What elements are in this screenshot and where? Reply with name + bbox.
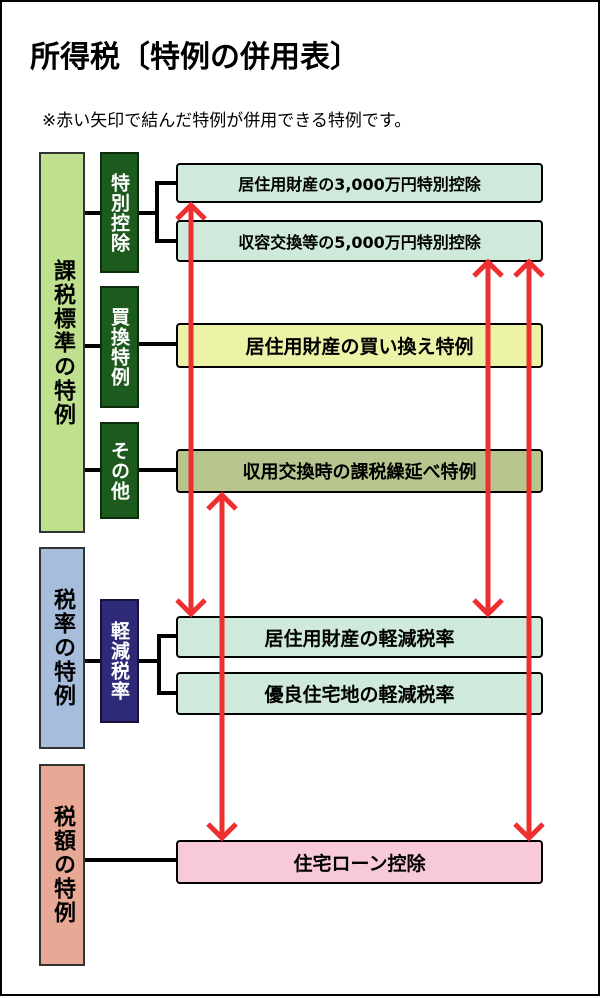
connector-tokubetsu-branch [155,181,176,243]
subcategory-keigen-zeiritsu: 軽減税率 [100,599,139,723]
item-kyoju-3000-koujo-label: 居住用財産の3,000万円特別控除 [238,175,481,194]
item-loan-koujo-label: 住宅ローン控除 [293,852,426,875]
arrow-shuyo5000-loan [513,258,545,842]
subcategory-tokubetsu-koujo-label: 特別控除 [108,172,130,253]
legend-note: ※赤い矢印で結んだ特例が併用できる特例です。 [42,111,412,131]
page-title: 所得税〔特例の併用表〕 [30,40,360,75]
subcategory-sonota: その他 [100,422,139,519]
arrow-shuyokuriage-loan [206,491,238,842]
item-shuyo-5000-koujo: 収容交換等の5,000万円特別控除 [176,220,543,262]
subcategory-keigen-zeiritsu-label: 軽減税率 [108,621,130,701]
arrow-shuyo5000-kyojukeigen [472,258,504,618]
connector-keigen-branch [157,634,176,695]
subcategory-kaikae: 買換特例 [100,286,139,408]
category-kazei-hyojun: 課税標準の特例 [39,152,85,533]
category-zeigaku: 税額の特例 [39,764,85,966]
category-kazei-hyojun-label: 課税標準の特例 [50,258,75,427]
subcategory-tokubetsu-koujo: 特別控除 [100,152,139,273]
subcategory-kaikae-label: 買換特例 [108,307,130,387]
item-shuyo-5000-koujo-label: 収容交換等の5,000万円特別控除 [238,233,481,252]
item-kyoju-kaikae-label: 居住用財産の買い換え特例 [245,336,474,358]
subcategory-sonota-label: その他 [108,440,130,501]
item-kyoju-kaikae: 居住用財産の買い換え特例 [176,323,543,368]
item-kyoju-keigen: 居住用財産の軽減税率 [176,616,543,658]
arrow-kyoju3000-kyojukeigen [175,201,207,618]
category-zeigaku-label: 税額の特例 [50,805,75,925]
item-kyoju-3000-koujo: 居住用財産の3,000万円特別控除 [176,163,543,203]
item-yuryo-keigen-label: 優良住宅地の軽減税率 [264,684,455,706]
category-zeiritsu: 税率の特例 [39,547,85,749]
item-yuryo-keigen: 優良住宅地の軽減税率 [176,672,543,715]
item-loan-koujo: 住宅ローン控除 [176,840,543,884]
category-zeiritsu-label: 税率の特例 [50,588,75,708]
item-shuyo-kuriage-label: 収用交換時の課税繰延べ特例 [242,462,477,483]
item-kyoju-keigen-label: 居住用財産の軽減税率 [264,627,455,650]
item-shuyo-kuriage: 収用交換時の課税繰延べ特例 [176,449,543,493]
